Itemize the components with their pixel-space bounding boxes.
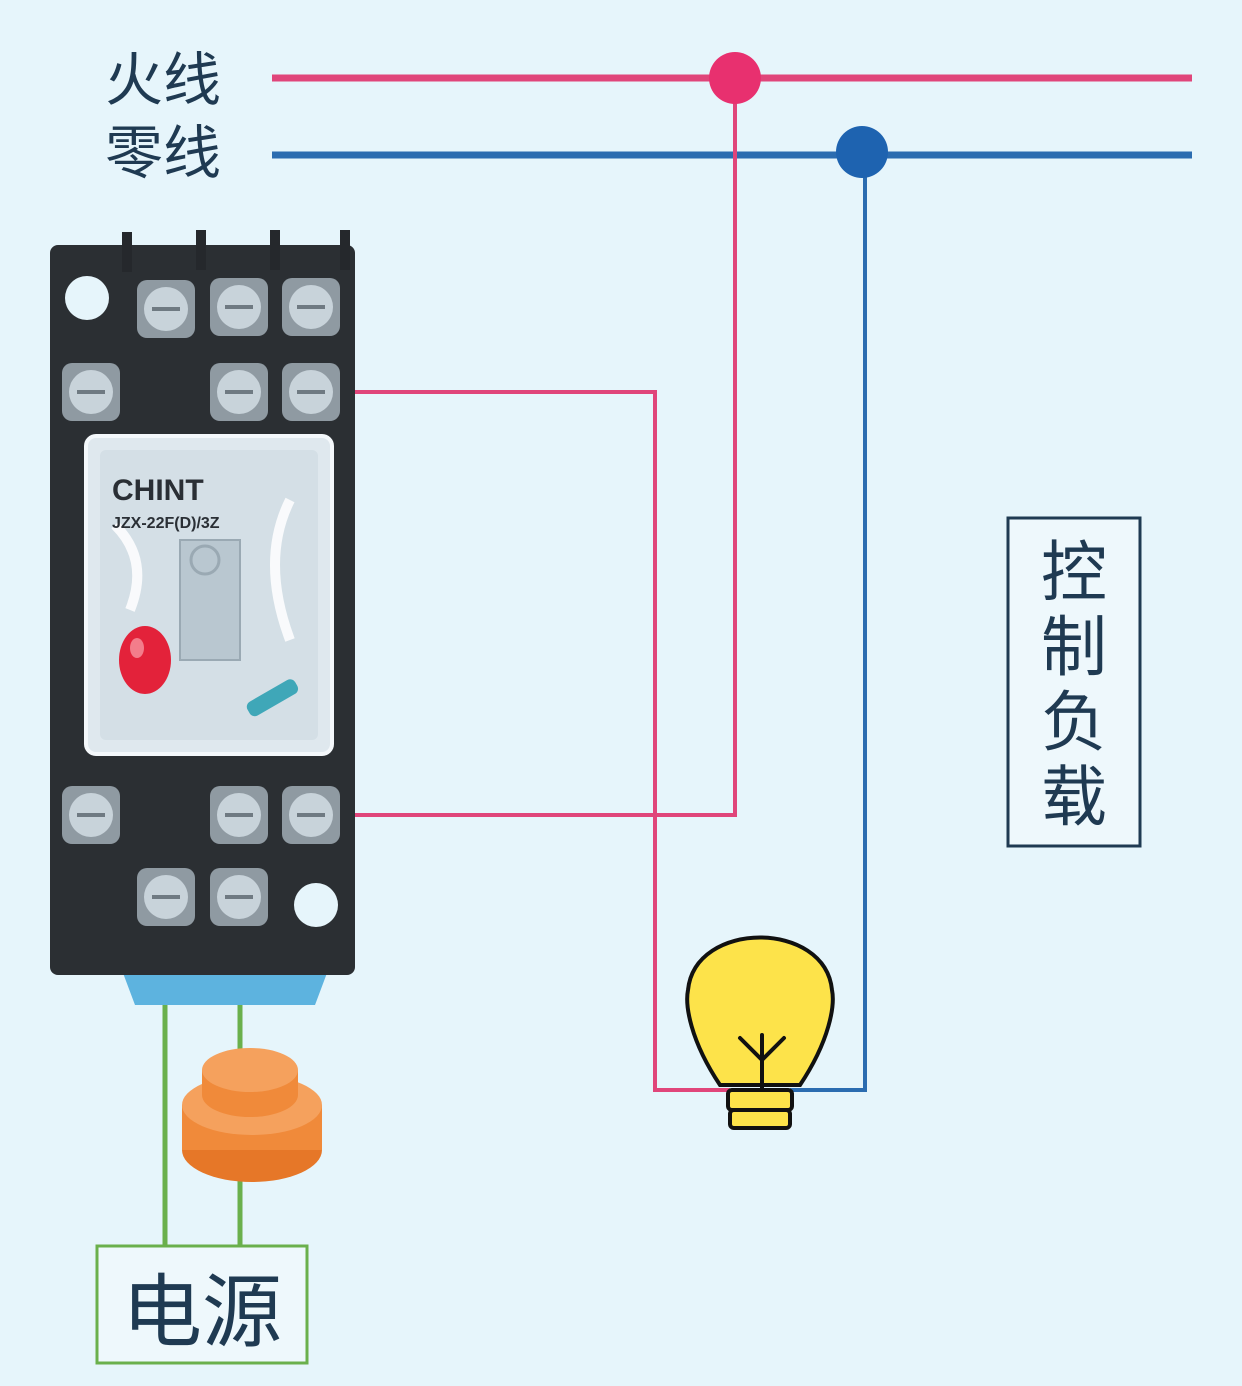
live-wire-label: 火线 [105, 46, 221, 114]
load-label-char: 制 [1041, 609, 1107, 686]
terminal-screw [282, 786, 340, 844]
power-label: 电源 [122, 1266, 282, 1359]
terminal-screw [137, 868, 195, 926]
svg-text:控制负载: 控制负载 [1041, 534, 1107, 836]
load-label-char: 负 [1041, 684, 1107, 761]
lamp-load [685, 935, 835, 1130]
relay-model-text: JZX-22F(D)/3Z [112, 515, 220, 532]
terminal-screw [210, 363, 268, 421]
bulb-filament [738, 1033, 786, 1097]
mount-hole-bottom [294, 883, 338, 927]
bulb-glass [685, 935, 835, 1087]
neutral-junction-dot [836, 126, 888, 178]
terminal-screw [282, 278, 340, 336]
push-button [182, 1048, 322, 1182]
live-to-relay-wire [322, 78, 737, 817]
terminal-screw [210, 278, 268, 336]
relay-brand-text: CHINT [112, 474, 204, 507]
terminal-screw [62, 363, 120, 421]
terminal-screw [137, 280, 195, 338]
live-junction-dot [709, 52, 761, 104]
mount-hole-top [65, 276, 109, 320]
bulb-base [726, 1088, 794, 1112]
relay-led [119, 626, 171, 694]
terminal-screw [282, 363, 340, 421]
load-label: 控制负载 [1041, 534, 1107, 836]
power-label-box [95, 1244, 309, 1365]
terminal-screws [62, 278, 340, 926]
terminal-screw [210, 868, 268, 926]
relay-socket: CHINT JZX-22F(D)/3Z [50, 230, 355, 1005]
load-label-char: 控 [1041, 534, 1107, 611]
load-label-box [1006, 516, 1142, 848]
terminal-screw [210, 786, 268, 844]
relay-module: CHINT JZX-22F(D)/3Z [84, 434, 334, 756]
terminal-screw [62, 786, 120, 844]
relay-to-lamp-wire [322, 390, 730, 1092]
neutral-wire-label: 零线 [105, 119, 221, 187]
load-label-char: 载 [1041, 759, 1107, 836]
